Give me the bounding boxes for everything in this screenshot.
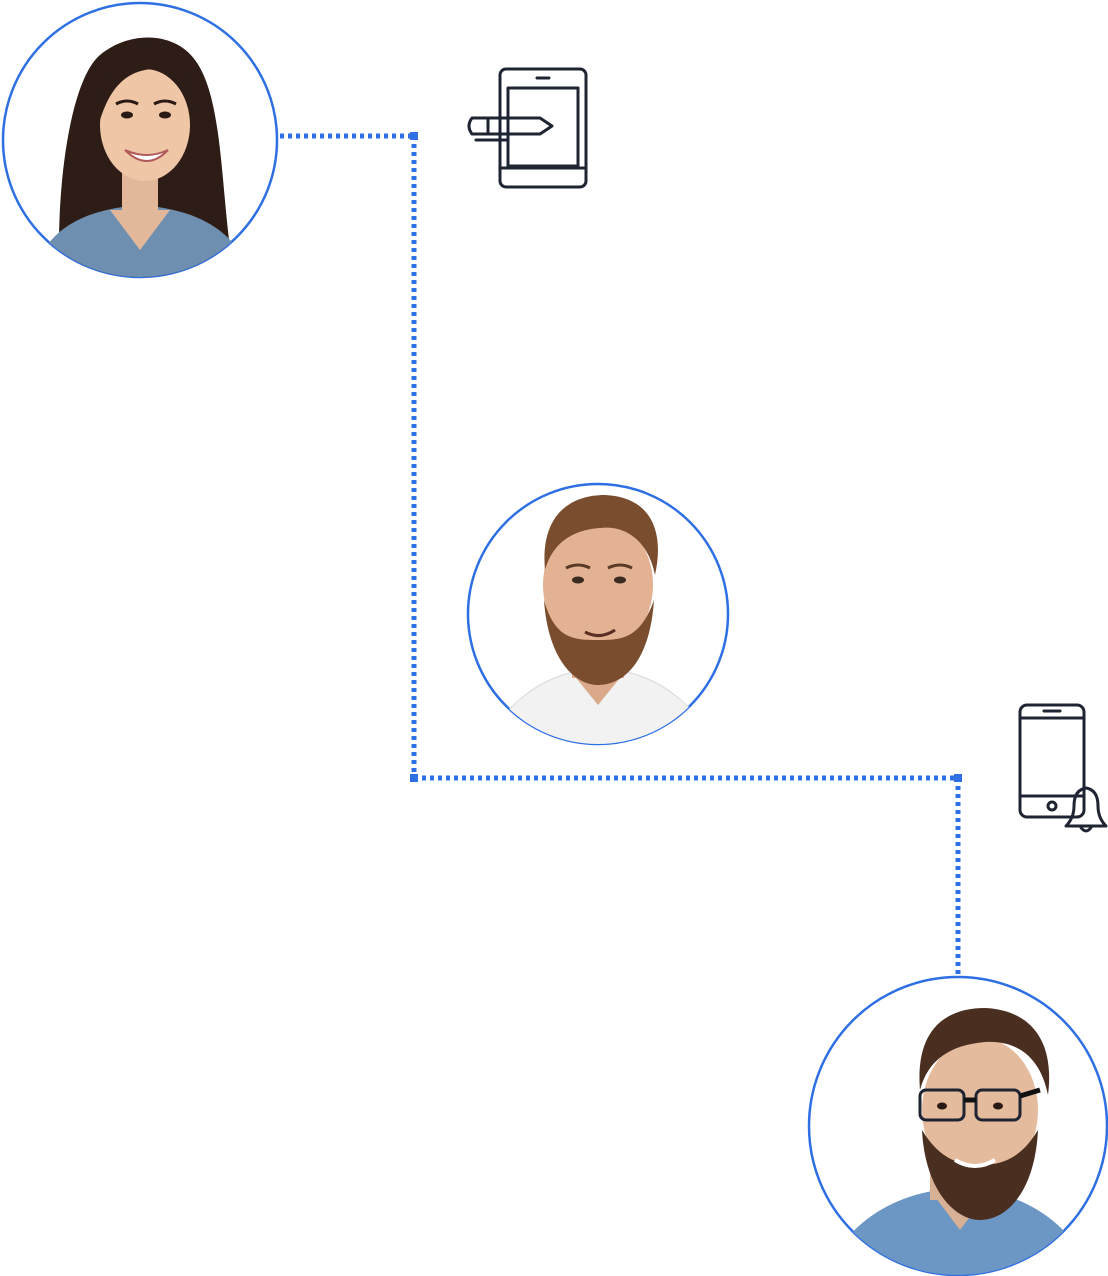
- connector-corner-3: [954, 774, 962, 782]
- connector-path: [280, 132, 962, 978]
- tablet-pen-icon: [467, 67, 588, 189]
- connector-corner-1: [410, 132, 418, 140]
- smiling-woman-avatar: [30, 37, 255, 277]
- connector-corner-2: [410, 774, 418, 782]
- avatar-bearded-man[interactable]: [466, 482, 730, 760]
- avatar-man-glasses[interactable]: [807, 975, 1108, 1276]
- phone-notification-icon: [1018, 703, 1108, 833]
- avatar-woman[interactable]: [1, 1, 279, 280]
